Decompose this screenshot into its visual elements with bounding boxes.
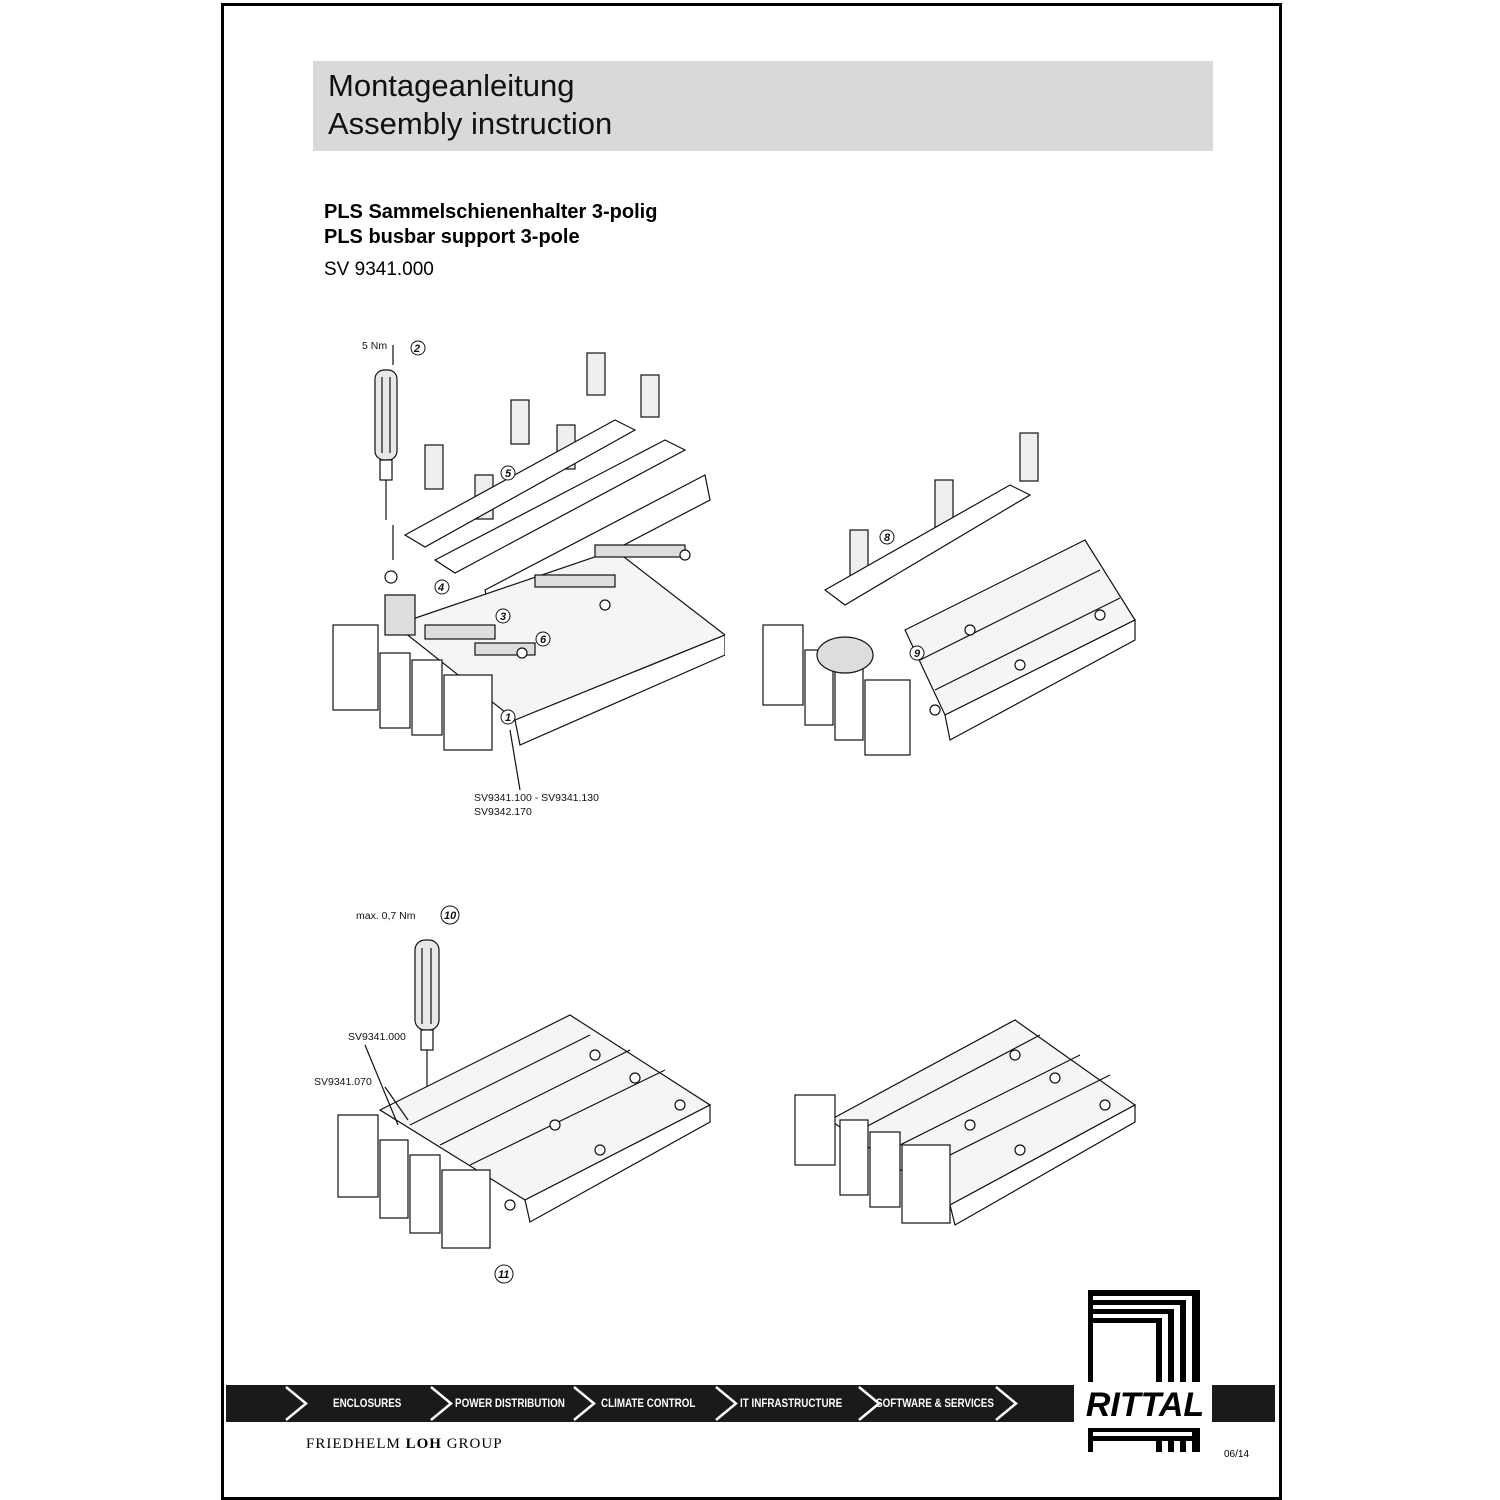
part-reference-single: SV9342.170 (474, 806, 532, 818)
part-label-sv9341000: SV9341.000 (348, 1031, 406, 1043)
torque-label-5nm: 5 Nm (362, 340, 387, 352)
group-loh: LOH (405, 1436, 442, 1452)
illustration-partial: 8 9 (762, 432, 1136, 756)
group-suffix: GROUP (441, 1436, 503, 1452)
figure-tightening: max. 0,7 Nm 10 11 SV9341.000 SV9341.070 (310, 900, 730, 1290)
illustration-exploded: 5 Nm 2 5 4 3 6 1 SV9341.100 - SV9341.130… (332, 340, 725, 818)
nav-item-enclosures[interactable]: ENCLOSURES (333, 1396, 402, 1410)
rittal-wordmark: RITTAL (1086, 1386, 1204, 1424)
step-5: 5 (505, 468, 512, 480)
group-prefix: FRIEDHELM (306, 1436, 406, 1452)
figure-completed-assembly (790, 1010, 1150, 1260)
product-name-english: PLS busbar support 3-pole (324, 226, 580, 248)
part-label-sv9341070: SV9341.070 (314, 1076, 372, 1088)
nav-item-software-services[interactable]: SOFTWARE & SERVICES (876, 1396, 994, 1410)
rittal-logo: RITTAL (1085, 1288, 1205, 1458)
illustration-completed (794, 1019, 1137, 1226)
illustration-tightening: max. 0,7 Nm 10 11 SV9341.000 SV9341.070 (314, 905, 712, 1284)
nav-item-power-distribution[interactable]: POWER DISTRIBUTION (455, 1396, 565, 1410)
step-4: 4 (437, 582, 444, 594)
page-frame (221, 3, 1282, 1500)
rittal-logo-mark: RITTAL (1085, 1290, 1205, 1452)
nav-item-it-infrastructure[interactable]: IT INFRASTRUCTURE (740, 1396, 843, 1410)
step-6: 6 (540, 634, 547, 646)
step-10: 10 (444, 910, 457, 922)
document-date: 06/14 (1224, 1449, 1250, 1460)
torque-label-max: max. 0,7 Nm (356, 910, 416, 922)
document-title-german: Montageanleitung (328, 68, 575, 103)
step-2: 2 (413, 343, 420, 355)
figure-partial-assembly: 8 9 (755, 430, 1145, 775)
header-band (313, 61, 1213, 151)
step-11: 11 (498, 1269, 509, 1281)
footer-nav-bar (226, 1385, 1074, 1422)
product-name-german: PLS Sammelschienenhalter 3-polig (324, 201, 658, 223)
step-8: 8 (884, 532, 891, 544)
document-title-english: Assembly instruction (328, 106, 613, 141)
group-name: FRIEDHELM LOH GROUP (306, 1436, 503, 1453)
step-1: 1 (505, 712, 511, 724)
figure-exploded-assembly: 5 Nm 2 5 4 3 6 1 SV9341.100 - SV9341.130… (325, 335, 725, 825)
step-3: 3 (500, 611, 506, 623)
footer-bar-right (1212, 1385, 1275, 1422)
part-reference-range: SV9341.100 - SV9341.130 (474, 792, 599, 804)
product-code: SV 9341.000 (324, 259, 434, 280)
nav-item-climate-control[interactable]: CLIMATE CONTROL (601, 1396, 696, 1410)
step-9: 9 (914, 648, 921, 660)
nav-chevrons (285, 1386, 1018, 1421)
